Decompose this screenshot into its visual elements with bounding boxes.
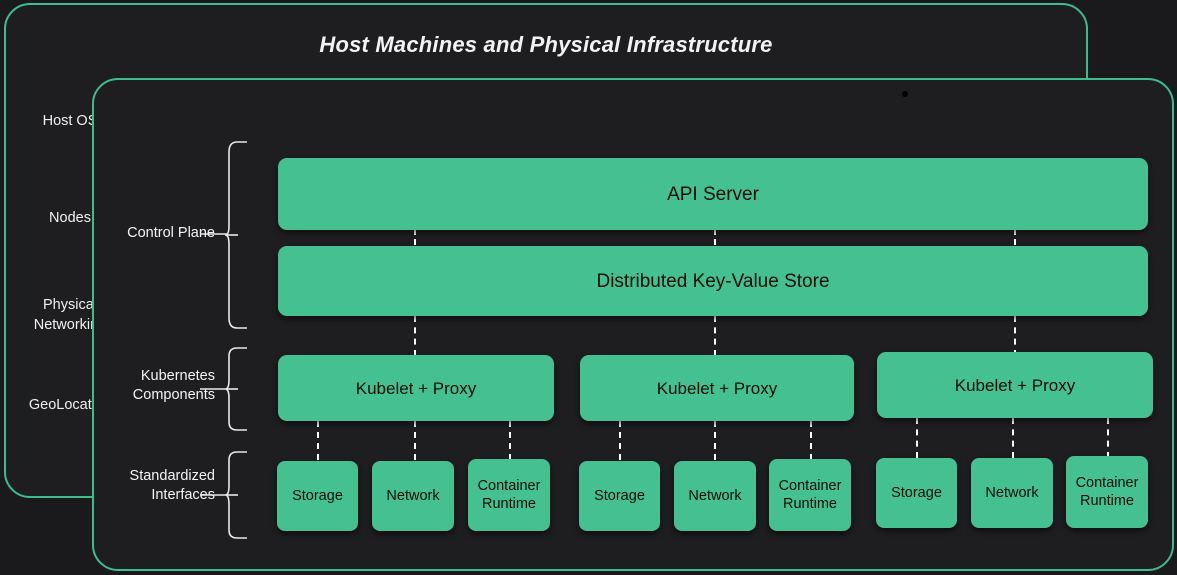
connector-kubelet3-network xyxy=(1012,418,1014,458)
connector-kubelet2-network xyxy=(714,421,716,460)
box-container-runtime-2[interactable]: Container Runtime xyxy=(769,459,851,531)
box-kubelet-proxy-1[interactable]: Kubelet + Proxy xyxy=(278,355,554,421)
host-layer-label-nodes: Nodes xyxy=(49,210,91,226)
box-network-2[interactable]: Network xyxy=(674,461,756,531)
connector-kubelet1-network xyxy=(414,421,416,460)
connector-kubelet2-storage xyxy=(619,421,621,460)
connector-kv-kubelet-1 xyxy=(414,316,416,356)
box-container-runtime-1[interactable]: Container Runtime xyxy=(468,459,550,531)
connector-kv-kubelet-3 xyxy=(1014,316,1016,356)
box-storage-1[interactable]: Storage xyxy=(277,461,358,531)
host-layer-label-networking: Physical Networking xyxy=(33,297,107,333)
box-api-server[interactable]: API Server xyxy=(278,158,1148,230)
connector-apiserver-kv-3 xyxy=(1014,229,1016,255)
cursor-dot xyxy=(902,91,908,97)
connector-kv-kubelet-2 xyxy=(714,316,716,356)
box-storage-3[interactable]: Storage xyxy=(876,458,957,528)
box-kubelet-proxy-3[interactable]: Kubelet + Proxy xyxy=(877,352,1153,418)
box-kubelet-proxy-2[interactable]: Kubelet + Proxy xyxy=(580,355,854,421)
connector-kubelet1-storage xyxy=(317,421,319,460)
connector-kubelet3-storage xyxy=(916,418,918,458)
connector-kubelet3-runtime xyxy=(1107,418,1109,458)
group-label-kubernetes-components: Kubernetes Components xyxy=(132,368,215,403)
group-label-control-plane: Control Plane xyxy=(127,225,215,241)
connector-apiserver-kv-2 xyxy=(714,229,716,255)
box-network-3[interactable]: Network xyxy=(971,458,1053,528)
box-distributed-key-value-store[interactable]: Distributed Key-Value Store xyxy=(278,246,1148,316)
leader-line-standardized-interfaces xyxy=(200,494,228,496)
box-container-runtime-3[interactable]: Container Runtime xyxy=(1066,456,1148,528)
connector-kubelet2-runtime xyxy=(810,421,812,460)
box-storage-2[interactable]: Storage xyxy=(579,461,660,531)
outer-panel-title: Host Machines and Physical Infrastructur… xyxy=(319,32,773,57)
leader-line-kubernetes-components xyxy=(200,388,228,390)
leader-line-control-plane xyxy=(200,233,228,235)
box-network-1[interactable]: Network xyxy=(372,461,454,531)
group-label-standardized-interfaces: Standardized Interfaces xyxy=(129,468,215,503)
connector-kubelet1-runtime xyxy=(509,421,511,460)
host-layer-label-geolocation: GeoLocation xyxy=(28,397,112,413)
connector-apiserver-kv-1 xyxy=(414,229,416,255)
brace-control-plane xyxy=(225,141,247,329)
